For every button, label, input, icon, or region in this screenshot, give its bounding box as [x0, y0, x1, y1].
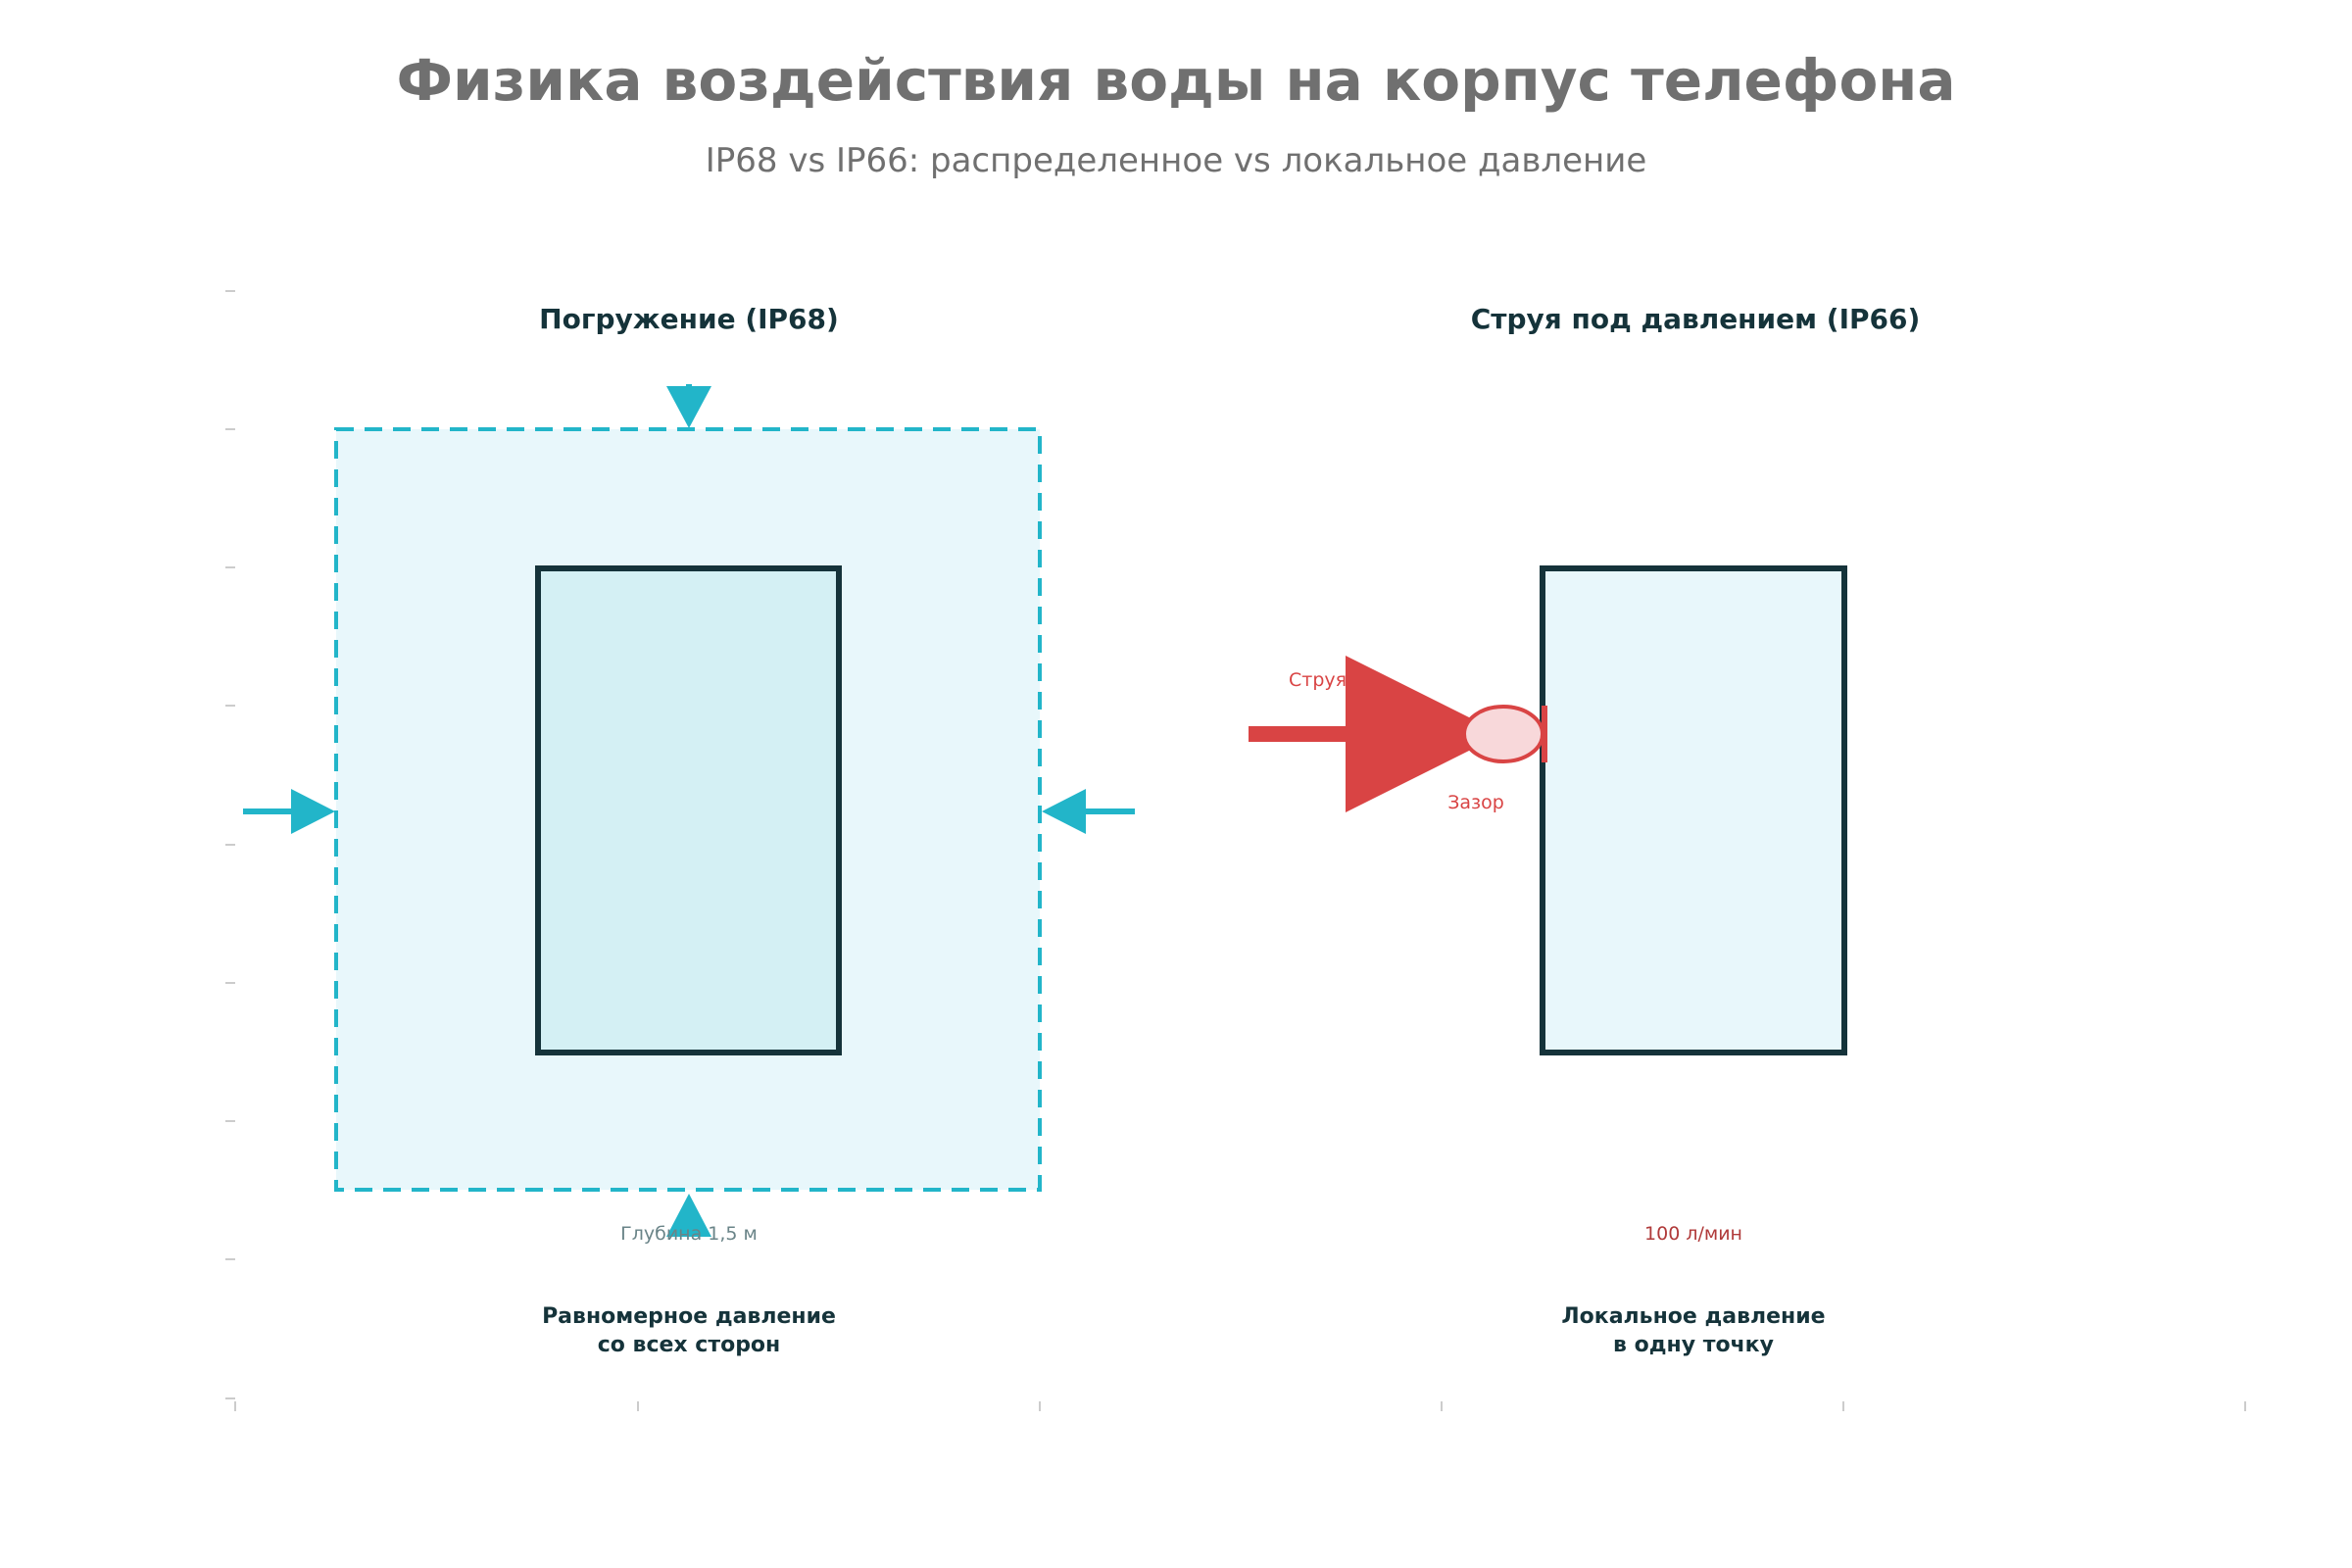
arrow-up-icon [666, 1194, 711, 1237]
jet-label: Струя [1289, 669, 1347, 691]
arrow-right-icon [243, 789, 335, 834]
gap-label: Зазор [1447, 792, 1504, 813]
flow-label: 100 л/мин [1644, 1223, 1742, 1245]
page-subtitle: IP68 vs IP66: распределенное vs локально… [705, 141, 1647, 180]
immersion-panel: Погружение (IP68) Глубина 1,5 м Равномер… [243, 303, 1135, 1357]
page-title: Физика воздействия воды на корпус телефо… [396, 47, 1956, 114]
phone-body-jet [1540, 565, 1847, 1055]
phone-body-immersion [535, 565, 842, 1055]
jet-caption-line1: Локальное давление [1561, 1304, 1825, 1329]
gap-marker [1462, 705, 1544, 763]
jet-title: Струя под давлением (IP66) [1471, 303, 1921, 335]
depth-label: Глубина 1,5 м [620, 1223, 758, 1245]
immersion-caption-line2: со всех сторон [598, 1333, 781, 1357]
arrow-left-icon [1042, 789, 1135, 834]
jet-panel: Струя под давлением (IP66) Струя Зазор 1… [1249, 303, 1920, 1357]
immersion-caption-line1: Равномерное давление [542, 1304, 836, 1329]
jet-caption-line2: в одну точку [1613, 1333, 1774, 1357]
frame-ticks [225, 290, 2246, 1411]
jet-arrow-icon [1249, 656, 1502, 812]
arrow-down-icon [666, 384, 711, 428]
immersion-title: Погружение (IP68) [539, 303, 839, 335]
